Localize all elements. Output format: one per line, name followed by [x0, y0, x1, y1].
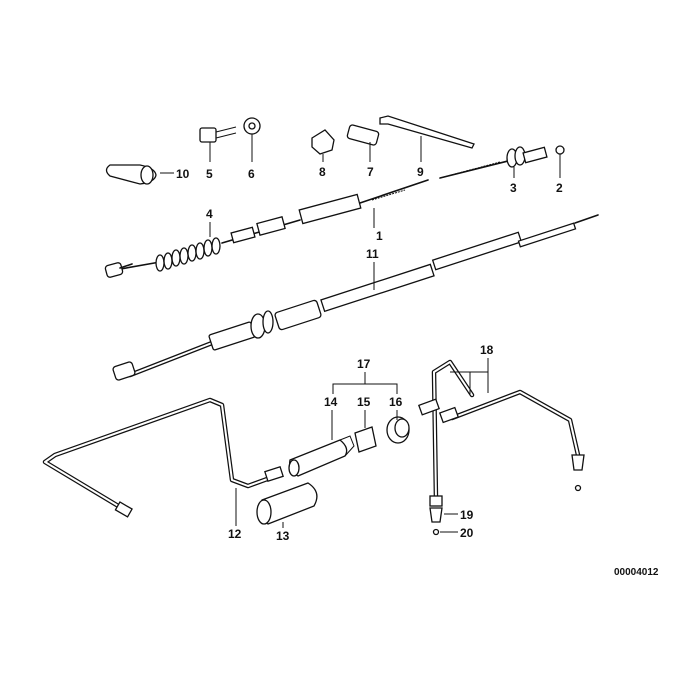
cable-tie-9: [379, 115, 475, 149]
label-19: 19: [460, 508, 474, 522]
label-13: 13: [276, 529, 290, 543]
cap-16: [386, 416, 410, 444]
label-5: 5: [206, 167, 213, 181]
cable-11: [112, 214, 599, 381]
label-8: 8: [319, 165, 326, 179]
label-2: 2: [556, 181, 563, 195]
label-6: 6: [248, 167, 255, 181]
nut-6: [243, 117, 261, 135]
sleeve-7: [346, 124, 380, 146]
boot-10: [105, 164, 157, 185]
label-4: 4: [206, 207, 213, 221]
label-9: 9: [417, 165, 424, 179]
label-15: 15: [357, 395, 371, 409]
ball-20: [432, 528, 440, 536]
cable-12: [42, 397, 284, 518]
cable-1: [104, 159, 513, 278]
label-18: 18: [480, 343, 494, 357]
label-11: 11: [366, 247, 379, 261]
diagram-reference-number: 00004012: [614, 567, 659, 578]
part-labels: 1 2 3 4 5 6 7 8 9 10 11 12 13 14 15 16 1…: [176, 165, 563, 543]
housing-14: [288, 435, 355, 477]
label-12: 12: [228, 527, 242, 541]
label-10: 10: [176, 167, 190, 181]
adjuster-3: [439, 146, 548, 179]
label-1: 1: [376, 229, 383, 243]
label-20: 20: [460, 526, 474, 540]
nipple-19: [429, 507, 443, 523]
label-3: 3: [510, 181, 517, 195]
bushing-15: [354, 426, 377, 453]
label-17: 17: [357, 357, 371, 371]
leader-lines: [160, 134, 561, 533]
screw-5: [199, 126, 237, 143]
label-7: 7: [367, 165, 374, 179]
spring: [155, 237, 221, 272]
cable-18: [417, 359, 585, 507]
grip-13: [256, 482, 318, 525]
sleeve-8: [311, 129, 335, 155]
label-16: 16: [389, 395, 403, 409]
nipple-2: [555, 145, 565, 155]
label-14: 14: [324, 395, 338, 409]
